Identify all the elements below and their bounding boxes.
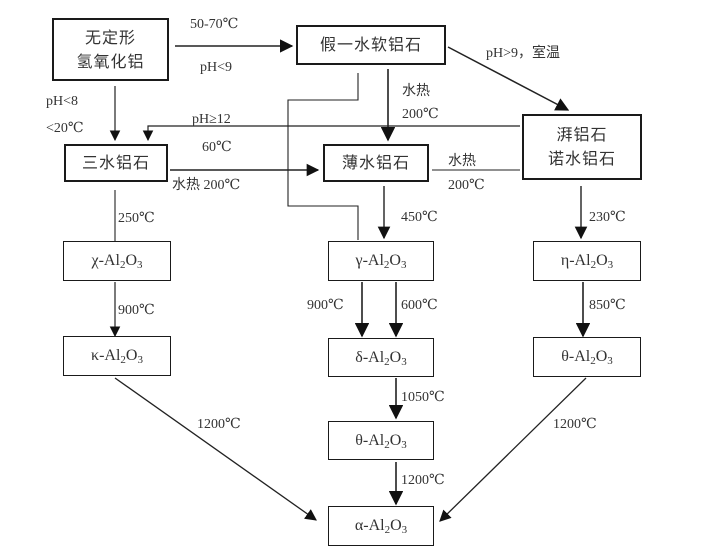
node-eta-alumina: η-Al2O3	[533, 241, 641, 281]
edge-theta-right-alpha	[439, 377, 587, 522]
edge-label: 1200℃	[197, 417, 241, 432]
node-formula: γ-Al2O3	[355, 252, 407, 271]
edge-label: 60℃	[202, 140, 232, 155]
node-bayerite-nordstrandite: 湃铝石 诺水铝石	[522, 114, 642, 180]
edge-label: pH>9，室温	[486, 46, 561, 61]
edge-label: pH<8	[46, 94, 79, 109]
node-amorphous-aluminum-hydroxide: 无定形 氢氧化铝	[52, 18, 169, 81]
node-label-line1: 无定形	[84, 27, 136, 47]
node-theta-alumina-middle: θ-Al2O3	[328, 421, 434, 460]
node-formula: θ-Al2O3	[561, 348, 613, 367]
edge-label: 200℃	[448, 178, 485, 193]
edge-label: <20℃	[46, 121, 84, 136]
edge-label: pH<9	[200, 60, 233, 75]
edge-label: 230℃	[589, 210, 626, 225]
edge-label: 1200℃	[401, 473, 445, 488]
edge-label: pH≥12	[192, 112, 231, 127]
node-delta-alumina: δ-Al2O3	[328, 338, 434, 377]
node-boehmite: 薄水铝石	[323, 144, 429, 182]
edge-label: 50-70℃	[190, 17, 239, 32]
node-formula: η-Al2O3	[560, 252, 614, 271]
node-formula: θ-Al2O3	[355, 431, 407, 451]
edge-label: 水热	[448, 154, 476, 169]
node-formula: κ-Al2O3	[91, 347, 143, 366]
node-label: 薄水铝石	[341, 153, 410, 172]
edge-label: 水热 200℃	[172, 178, 241, 193]
node-pseudoboehmite: 假一水软铝石	[296, 25, 446, 65]
node-formula: δ-Al2O3	[355, 348, 407, 368]
edge-pseudoboehmite-gamma-bracket	[287, 73, 359, 240]
node-theta-alumina-right: θ-Al2O3	[533, 337, 641, 377]
edge-label: 900℃	[307, 298, 344, 313]
node-gamma-alumina: γ-Al2O3	[328, 241, 434, 281]
node-kappa-alumina: κ-Al2O3	[63, 336, 171, 376]
edge-pseudoboehmite-bayerite	[447, 46, 570, 111]
edge-label: 200℃	[402, 107, 439, 122]
node-gibbsite: 三水铝石	[64, 144, 168, 182]
edge-label: 250℃	[118, 211, 155, 226]
node-formula: α-Al2O3	[354, 517, 408, 536]
node-formula: χ-Al2O3	[91, 252, 143, 271]
edge-bayerite-gibbsite	[142, 125, 520, 142]
node-label-line2: 诺水铝石	[547, 149, 616, 168]
node-chi-alumina: χ-Al2O3	[63, 241, 171, 281]
node-label-line2: 氢氧化铝	[76, 51, 145, 71]
node-label-line1: 湃铝石	[556, 125, 608, 144]
edge-label: 850℃	[589, 298, 626, 313]
edge-kappa-alpha	[114, 377, 317, 521]
edge-label: 450℃	[401, 210, 438, 225]
edge-label: 1200℃	[553, 417, 597, 432]
node-label: 假一水软铝石	[319, 35, 422, 54]
edge-label: 900℃	[118, 303, 155, 318]
edge-label: 1050℃	[401, 390, 445, 405]
edge-label: 600℃	[401, 298, 438, 313]
edge-label: 水热	[402, 84, 430, 99]
node-label: 三水铝石	[81, 153, 150, 172]
node-alpha-alumina: α-Al2O3	[328, 506, 434, 546]
